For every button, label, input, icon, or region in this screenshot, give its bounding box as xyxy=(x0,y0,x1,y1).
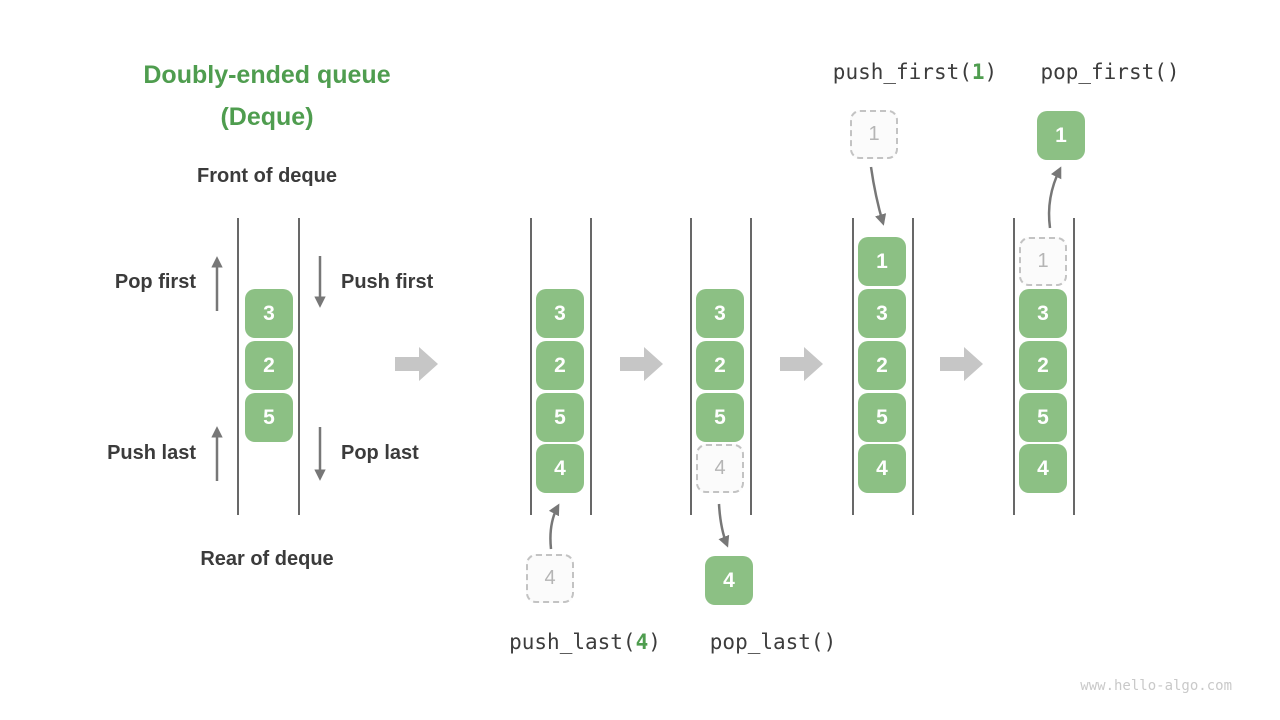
queue-cell: 3 xyxy=(858,289,906,338)
popped-cell: 4 xyxy=(705,556,753,605)
queue-wall-right xyxy=(590,218,592,515)
incoming-ghost-cell: 1 xyxy=(850,110,898,159)
transition-arrow-1 xyxy=(395,347,438,381)
queue-cell: 5 xyxy=(536,393,584,442)
pop-last-move-arrow xyxy=(717,503,730,548)
queue-wall-right xyxy=(912,218,914,515)
queue-cell: 3 xyxy=(536,289,584,338)
removed-ghost-cell: 4 xyxy=(696,444,744,493)
popped-cell: 1 xyxy=(1037,111,1085,160)
pop-first-label: Pop first xyxy=(114,271,196,293)
queue-wall-left xyxy=(1013,218,1015,515)
queue-cell: 5 xyxy=(696,393,744,442)
pop-last-label: Pop last xyxy=(341,442,419,464)
queue-wall-left xyxy=(852,218,854,515)
queue-cell: 2 xyxy=(696,341,744,390)
queue-cell: 2 xyxy=(858,341,906,390)
incoming-ghost-cell: 4 xyxy=(526,554,574,603)
op-text: ) xyxy=(648,630,661,654)
push-first-op-label: push_first(1) xyxy=(755,60,1075,84)
queue-cell: 1 xyxy=(858,237,906,286)
op-text: push_first( xyxy=(832,60,972,84)
diagram-title: Doubly-ended queue (Deque) xyxy=(97,54,437,138)
removed-ghost-cell: 1 xyxy=(1019,237,1067,286)
queue-cell: 5 xyxy=(1019,393,1067,442)
queue-cell: 4 xyxy=(858,444,906,493)
push-first-label: Push first xyxy=(341,271,434,293)
queue-cell: 5 xyxy=(858,393,906,442)
transition-arrow-4 xyxy=(940,347,983,381)
queue-wall-left xyxy=(237,218,239,515)
op-text: pop_first() xyxy=(1040,60,1180,84)
queue-wall-left xyxy=(530,218,532,515)
push-last-label: Push last xyxy=(107,442,196,464)
rear-of-deque-label: Rear of deque xyxy=(200,548,334,570)
pop-last-op-label: pop_last() xyxy=(613,630,933,654)
push-last-op-label: push_last(4) xyxy=(425,630,745,654)
queue-cell: 4 xyxy=(536,444,584,493)
op-arg: 1 xyxy=(971,60,985,84)
queue-cell: 4 xyxy=(1019,444,1067,493)
push-first-move-arrow xyxy=(869,166,887,226)
pop-first-move-arrow xyxy=(1047,166,1062,229)
queue-wall-right xyxy=(750,218,752,515)
queue-wall-left xyxy=(690,218,692,515)
queue-wall-right xyxy=(1073,218,1075,515)
front-of-deque-label: Front of deque xyxy=(197,165,337,187)
op-text: ) xyxy=(984,60,998,84)
queue-cell: 2 xyxy=(245,341,293,390)
transition-arrow-3 xyxy=(780,347,823,381)
queue-cell: 3 xyxy=(1019,289,1067,338)
push-last-move-arrow xyxy=(548,503,560,550)
queue-cell: 2 xyxy=(536,341,584,390)
op-text: pop_last() xyxy=(709,630,837,654)
queue-cell: 3 xyxy=(696,289,744,338)
queue-wall-right xyxy=(298,218,300,515)
transition-arrow-2 xyxy=(620,347,663,381)
queue-cell: 3 xyxy=(245,289,293,338)
title-line-1: Doubly-ended queue xyxy=(143,61,391,89)
title-line-2: (Deque) xyxy=(220,103,314,131)
op-arg: 4 xyxy=(635,630,649,654)
queue-cell: 2 xyxy=(1019,341,1067,390)
watermark: www.hello-algo.com xyxy=(1080,678,1232,694)
op-text: push_last( xyxy=(509,630,636,654)
pop-first-op-label: pop_first() xyxy=(950,60,1270,84)
queue-cell: 5 xyxy=(245,393,293,442)
